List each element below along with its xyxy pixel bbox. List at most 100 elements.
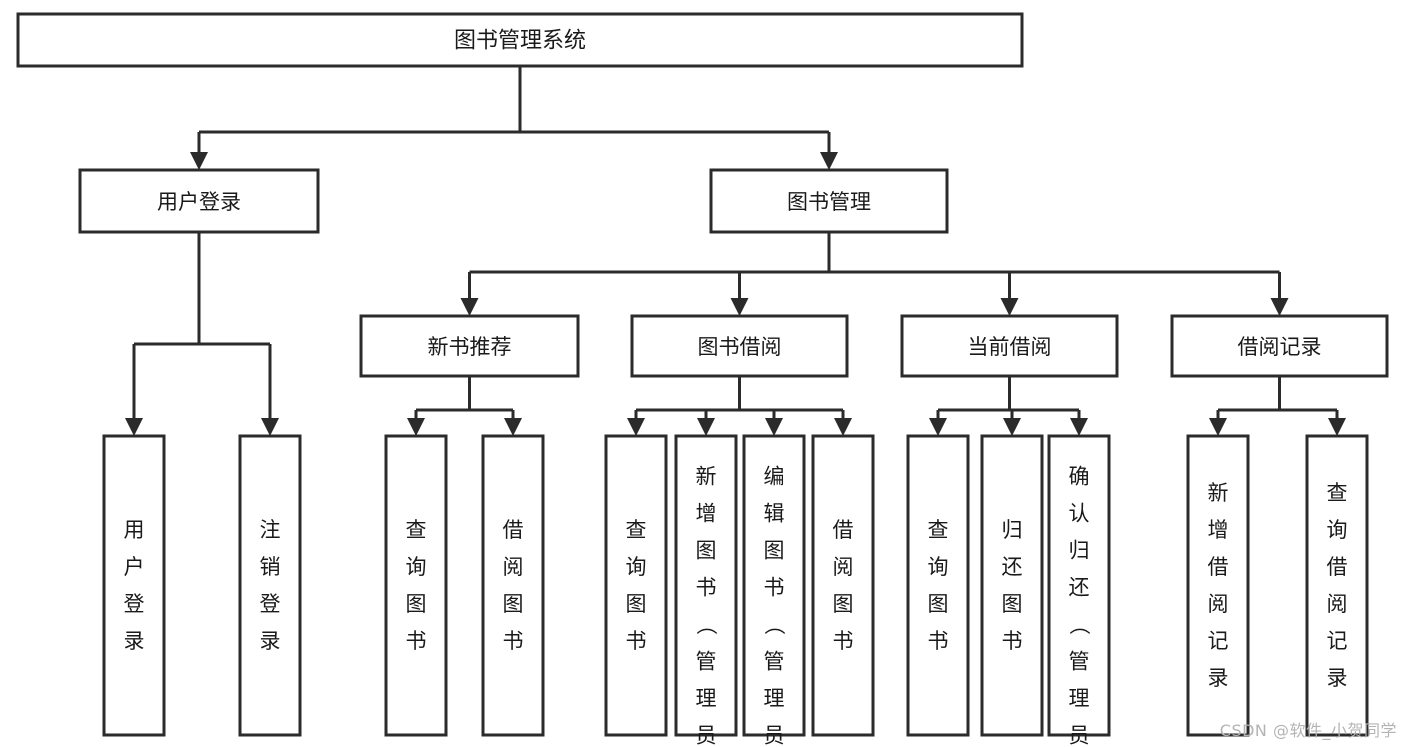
leaf-leaf-user-logout-label-char: 销 — [260, 555, 281, 579]
leaf-leaf-return-book-rect — [980, 434, 1044, 737]
leaf-leaf-add-book-rect — [674, 434, 738, 737]
arrow-head-icon — [190, 152, 208, 170]
leaf-leaf-add-record-label-char: 阅 — [1208, 592, 1229, 616]
arrow-head-icon — [407, 418, 425, 436]
leaf-leaf-query-record-label-char: 借 — [1327, 555, 1348, 579]
leaf-leaf-edit-book-label-char: 辑 — [764, 502, 785, 526]
leaf-leaf-confirm-return-rect — [1047, 434, 1111, 737]
leaf-leaf-borrow-books-2-label-char: 书 — [833, 629, 854, 653]
leaf-leaf-borrow-books-1-label-char: 书 — [503, 629, 524, 653]
leaf-leaf-add-record-label-char: 借 — [1208, 555, 1229, 579]
leaf-leaf-add-book-label-char: 书 — [696, 576, 717, 600]
diagram-nodes: 图书管理系统用户登录图书管理新书推荐图书借阅当前借阅借阅记录查询图书借阅图书查询… — [16, 12, 1389, 747]
leaf-leaf-add-book-label-char: 理 — [696, 687, 717, 711]
arrow-head-icon — [1209, 418, 1227, 436]
arrow-head-icon — [627, 418, 645, 436]
node-current-borrow-rect — [900, 314, 1119, 378]
leaf-leaf-add-book-label-char: 新 — [696, 465, 717, 489]
leaf-leaf-confirm-return-label-char: 管 — [1069, 650, 1090, 674]
leaf-leaf-add-record-label-char: 记 — [1208, 629, 1229, 653]
leaf-leaf-user-login-rect — [102, 434, 166, 737]
arrow-head-icon — [697, 418, 715, 436]
node-user-login-label: 用户登录 — [157, 190, 241, 214]
leaf-leaf-add-book-label-char: 增 — [696, 502, 717, 526]
leaf-leaf-add-record-label-char: 增 — [1208, 518, 1229, 542]
leaf-leaf-confirm-return-label-char: 归 — [1069, 539, 1090, 563]
arrow-head-icon — [1070, 418, 1088, 436]
node-borrow-record-label: 借阅记录 — [1238, 335, 1322, 359]
arrow-head-icon — [1328, 418, 1346, 436]
node-root-label: 图书管理系统 — [454, 29, 586, 54]
leaf-leaf-borrow-books-2-label-char: 借 — [833, 518, 854, 542]
leaf-leaf-add-book-label-char: 员 — [696, 724, 717, 747]
leaf-leaf-query-books-2-rect — [604, 434, 668, 737]
leaf-leaf-query-record-label-char: 录 — [1327, 666, 1348, 690]
leaf-leaf-query-books-3-label-char: 图 — [928, 592, 949, 616]
leaf-leaf-add-book-label-char: 管 — [696, 650, 717, 674]
leaf-leaf-confirm-return-label-char: 认 — [1069, 502, 1090, 526]
node-root[interactable]: 图书管理系统 — [16, 12, 1024, 68]
leaf-leaf-confirm-return-label-char: （ — [1067, 614, 1091, 635]
node-current-borrow[interactable]: 当前借阅 — [900, 314, 1119, 378]
node-book-borrow[interactable]: 图书借阅 — [630, 314, 849, 378]
leaf-leaf-user-logout-label-char: 注 — [260, 518, 281, 542]
leaf-leaf-return-book-label-char: 书 — [1002, 629, 1023, 653]
arrow-head-icon — [1003, 418, 1021, 436]
node-borrow-record[interactable]: 借阅记录 — [1170, 314, 1389, 378]
leaf-leaf-query-books-3-label-char: 询 — [928, 555, 949, 579]
leaf-leaf-query-books-1-label-char: 查 — [406, 518, 427, 542]
leaf-leaf-add-record-label-char: 录 — [1208, 666, 1229, 690]
leaf-leaf-edit-book-rect — [742, 434, 806, 737]
node-new-book-recommend-rect — [359, 314, 580, 378]
leaf-leaf-query-record-rect — [1305, 434, 1369, 737]
leaf-leaf-confirm-return-label-char: 还 — [1069, 576, 1090, 600]
connector-edges — [125, 66, 1346, 436]
leaf-leaf-query-books-2-label-char: 书 — [626, 629, 647, 653]
leaf-leaf-edit-book-label-char: 书 — [764, 576, 785, 600]
node-book-management-rect — [709, 168, 949, 234]
node-current-borrow-label: 当前借阅 — [968, 335, 1052, 359]
leaf-leaf-edit-book-label-char: 管 — [764, 650, 785, 674]
csdn-watermark: CSDN @软件_小贺同学 — [1219, 721, 1397, 740]
node-borrow-record-rect — [1170, 314, 1389, 378]
node-book-management[interactable]: 图书管理 — [709, 168, 949, 234]
leaf-leaf-add-record-label-char: 新 — [1208, 481, 1229, 505]
arrow-head-icon — [730, 298, 749, 316]
leaf-leaf-query-record-label-char: 询 — [1327, 518, 1348, 542]
leaf-leaf-edit-book-label-char: 图 — [764, 539, 785, 563]
node-book-borrow-rect — [630, 314, 849, 378]
leaf-leaf-query-record-label-char: 记 — [1327, 629, 1348, 653]
leaf-leaf-borrow-books-2-label-char: 阅 — [833, 555, 854, 579]
arrow-head-icon — [504, 418, 522, 436]
arrow-head-icon — [125, 418, 143, 436]
node-new-book-recommend-label: 新书推荐 — [428, 335, 512, 359]
node-new-book-recommend[interactable]: 新书推荐 — [359, 314, 580, 378]
node-user-login[interactable]: 用户登录 — [78, 168, 320, 234]
leaf-leaf-query-books-3-label-char: 书 — [928, 629, 949, 653]
node-user-login-rect — [78, 168, 320, 234]
leaf-leaf-borrow-books-1-label-char: 借 — [503, 518, 524, 542]
node-root-rect — [16, 12, 1024, 68]
leaf-leaf-query-books-1-rect — [384, 434, 448, 737]
leaf-leaf-borrow-books-1-rect — [481, 434, 545, 737]
node-book-borrow-label: 图书借阅 — [698, 335, 782, 359]
leaf-leaf-user-logout-label-char: 录 — [260, 629, 281, 653]
leaf-leaf-query-books-3-rect — [906, 434, 970, 737]
leaf-leaf-return-book-label-char: 归 — [1002, 518, 1023, 542]
leaf-leaf-user-login[interactable]: 用户登录 — [102, 434, 166, 737]
leaf-leaf-borrow-books-2-label-char: 图 — [833, 592, 854, 616]
leaf-leaf-add-record-rect — [1186, 434, 1250, 737]
